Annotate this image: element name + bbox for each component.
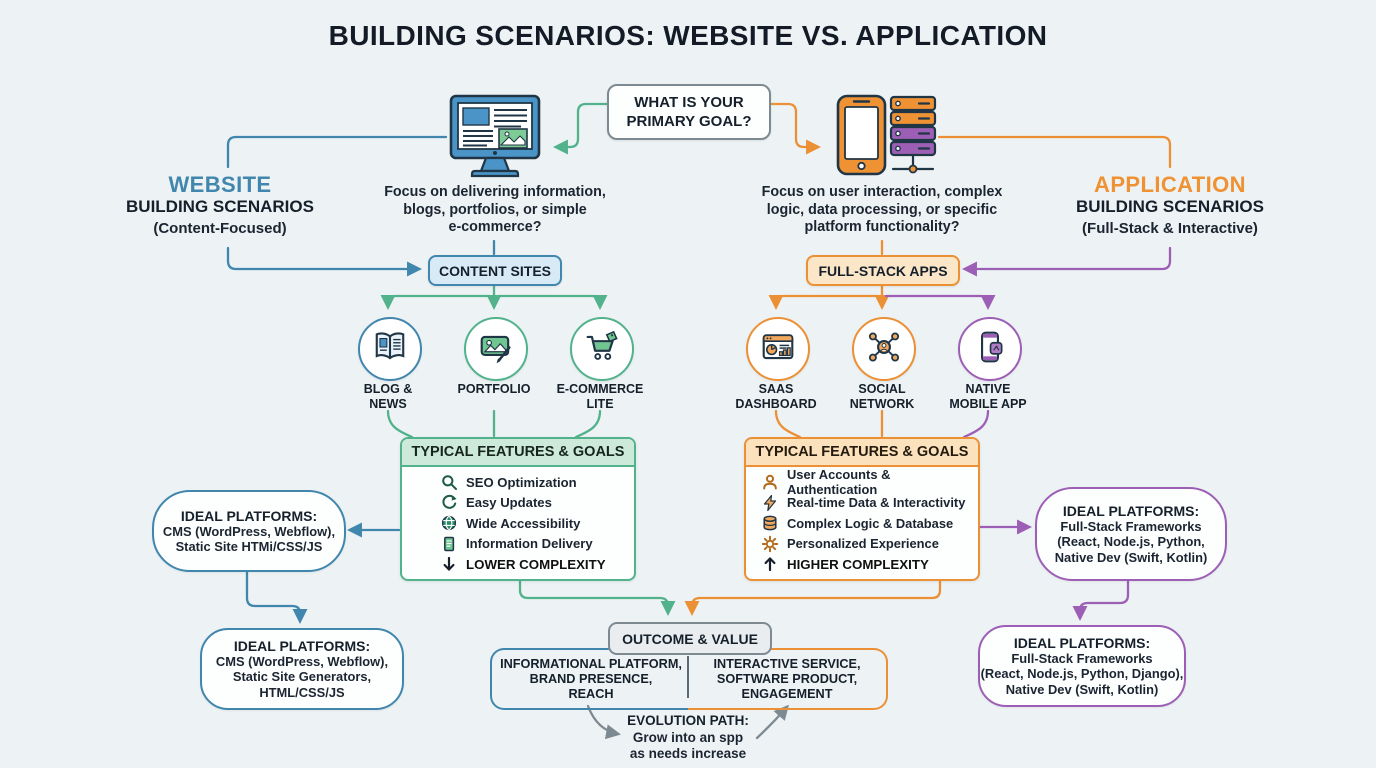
website-subheading: BUILDING SCENARIOS <box>126 197 314 216</box>
feature-label: Personalized Experience <box>787 536 939 552</box>
outcome-website-box: INFORMATIONAL PLATFORM, BRAND PRESENCE, … <box>490 648 690 710</box>
feature-item: Complex Logic & Database <box>746 513 978 534</box>
feature-item: Wide Accessibility <box>402 513 634 534</box>
feature-item: User Accounts & Authentication <box>746 467 978 497</box>
lightning-icon <box>761 494 779 512</box>
cart-icon <box>584 329 620 370</box>
feature-label: Wide Accessibility <box>466 515 581 531</box>
website-monitor-icon <box>447 92 543 193</box>
feature-item: SEO Optimization <box>402 472 634 493</box>
social-network-icon <box>866 329 902 370</box>
website-ideal-platforms-bottom: IDEAL PLATFORMS: CMS (WordPress, Webflow… <box>200 628 404 710</box>
website-question: Focus on delivering information, blogs, … <box>384 184 606 235</box>
portfolio-icon <box>478 329 514 370</box>
feature-label: User Accounts & Authentication <box>787 467 891 498</box>
feature-item: Real-time Data & Interactivity <box>746 493 978 514</box>
portfolio-circle <box>464 317 528 381</box>
goal-line-1: WHAT IS YOUR <box>634 94 744 111</box>
feature-item: LOWER COMPLEXITY <box>402 554 634 575</box>
portfolio-label: PORTFOLIO <box>457 382 531 396</box>
evolution-path: EVOLUTION PATH: Grow into an spp as need… <box>557 713 819 763</box>
document-icon <box>440 535 458 553</box>
website-ideal-platforms-mid: IDEAL PLATFORMS: CMS (WordPress, Webflow… <box>152 490 346 572</box>
saas-dashboard-circle <box>746 317 810 381</box>
application-features-box: TYPICAL FEATURES & GOALS User Accounts &… <box>744 437 980 581</box>
application-ideal-platforms-bottom: IDEAL PLATFORMS: Full-Stack Frameworks (… <box>978 625 1186 707</box>
feature-label: Easy Updates <box>466 495 552 511</box>
blog-news-circle <box>358 317 422 381</box>
full-stack-apps-box: FULL-STACK APPS <box>806 255 960 286</box>
feature-item: Easy Updates <box>402 493 634 514</box>
application-heading-block: APPLICATION BUILDING SCENARIOS (Full-Sta… <box>1050 174 1290 240</box>
website-features-box: TYPICAL FEATURES & GOALS SEO Optimizatio… <box>400 437 636 581</box>
up-arrow-icon <box>761 555 779 573</box>
application-subheading: BUILDING SCENARIOS <box>1076 197 1264 216</box>
application-phone-server-icon <box>833 92 941 193</box>
social-network-circle <box>852 317 916 381</box>
feature-item: Personalized Experience <box>746 534 978 555</box>
native-mobile-circle <box>958 317 1022 381</box>
website-heading-block: WEBSITE BUILDING SCENARIOS (Content-Focu… <box>100 174 340 240</box>
book-icon <box>372 329 408 370</box>
user-icon <box>761 473 779 491</box>
refresh-icon <box>440 494 458 512</box>
feature-item: Information Delivery <box>402 534 634 555</box>
feature-item: HIGHER COMPLEXITY <box>746 554 978 575</box>
feature-label: Information Delivery <box>466 536 593 552</box>
application-question: Focus on user interaction, complex logic… <box>761 184 1003 235</box>
application-heading: APPLICATION <box>1094 172 1246 197</box>
blog-news-label: BLOG &NEWS <box>363 382 413 411</box>
outcome-application-box: INTERACTIVE SERVICE, SOFTWARE PRODUCT, E… <box>688 648 888 710</box>
primary-goal-box: WHAT IS YOUR PRIMARY GOAL? <box>607 84 771 140</box>
feature-label: Complex Logic & Database <box>787 515 954 531</box>
application-ideal-platforms-mid: IDEAL PLATFORMS: Full-Stack Frameworks (… <box>1035 487 1227 581</box>
outcome-divider <box>687 656 689 698</box>
website-features-header: TYPICAL FEATURES & GOALS <box>402 439 634 467</box>
website-heading: WEBSITE <box>168 172 272 197</box>
content-sites-box: CONTENT SITES <box>428 255 562 286</box>
website-tagline: (Content-Focused) <box>153 220 287 237</box>
feature-label: Real-time Data & Interactivity <box>787 495 966 511</box>
application-tagline: (Full-Stack & Interactive) <box>1082 220 1258 237</box>
down-arrow-icon <box>440 555 458 573</box>
feature-label: LOWER COMPLEXITY <box>466 556 606 572</box>
page-title: BUILDING SCENARIOS: WEBSITE VS. APPLICAT… <box>328 20 1048 51</box>
feature-label: SEO Optimization <box>466 474 577 490</box>
mobile-app-icon <box>972 329 1008 370</box>
feature-label: HIGHER COMPLEXITY <box>787 556 929 572</box>
evolution-title: EVOLUTION PATH: <box>627 713 749 728</box>
goal-line-2: PRIMARY GOAL? <box>626 113 752 130</box>
globe-icon <box>440 514 458 532</box>
search-icon <box>440 473 458 491</box>
saas-dashboard-icon <box>760 329 796 370</box>
ecommerce-circle <box>570 317 634 381</box>
gear-icon <box>761 535 779 553</box>
outcome-value-pill: OUTCOME & VALUE <box>608 622 772 655</box>
database-icon <box>761 514 779 532</box>
application-features-header: TYPICAL FEATURES & GOALS <box>746 439 978 467</box>
